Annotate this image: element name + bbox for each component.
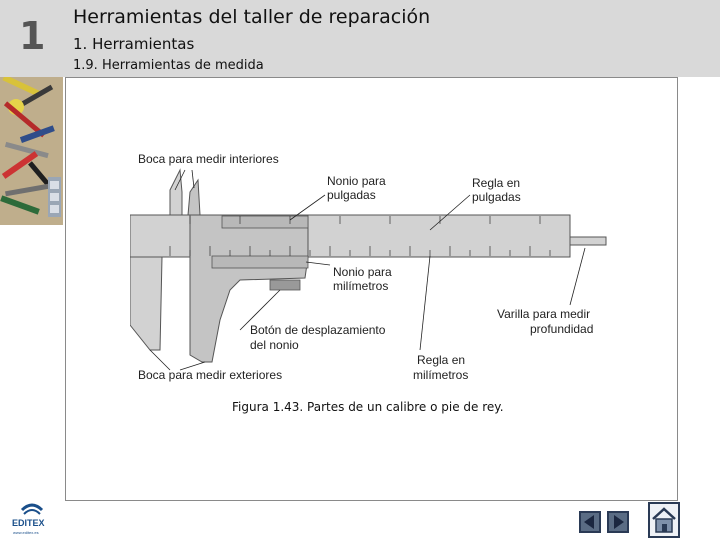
next-button[interactable] [607,511,629,533]
subsection-title: 1.9. Herramientas de medida [73,58,264,73]
mm-scale-label-line2: milímetros [413,368,469,382]
inch-scale-label-line2: pulgadas [472,190,521,204]
slide-button-label-line2: del nonio [250,338,299,352]
caption-prefix: Figura 1.43. [232,400,304,414]
home-button[interactable] [648,502,680,538]
inch-scale-label-line1: Regla en [472,176,521,190]
vernier-inch-label-line1: Nonio para [327,174,386,188]
depth-rod-label-line1: Varilla para medir [497,307,591,321]
logo-url: www.editex.es [13,530,39,535]
inside-jaws-label: Boca para medir interiores [138,152,279,166]
next-arrow-icon [614,515,624,529]
header-bar: 1 Herramientas del taller de reparación … [0,0,720,77]
vernier-inch-label-line2: pulgadas [327,188,376,202]
depth-rod-label-line2: profundidad [530,322,594,336]
chapter-number: 1 [19,14,46,58]
prev-button[interactable] [579,511,601,533]
tools-photo [0,77,63,225]
section-title: 1. Herramientas [73,35,195,53]
outside-jaws-label: Boca para medir exteriores [138,368,283,382]
logo-text: EDITEX [12,518,45,528]
caliper-diagram: Boca para medir interiores Nonio para pu… [129,150,610,385]
figure-panel [65,77,678,501]
home-icon [652,507,676,533]
vernier-mm-label-line2: milímetros [333,279,389,293]
slide-button-label-line1: Botón de desplazamiento [250,323,386,337]
caption-text: Partes de un calibre o pie de rey. [303,400,504,414]
editex-logo-icon [20,503,44,515]
vernier-mm-label-line1: Nonio para [333,265,392,279]
mm-scale-label-line1: Regla en [417,353,466,367]
prev-arrow-icon [584,515,594,529]
page-title: Herramientas del taller de reparación [73,6,431,28]
figure-caption: Figura 1.43. Partes de un calibre o pie … [232,400,504,414]
